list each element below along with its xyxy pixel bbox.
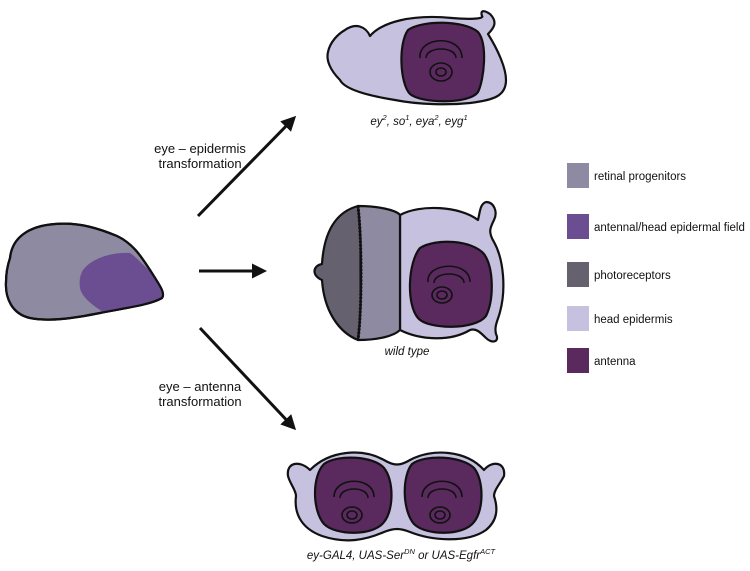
lower-transformation-label-line1: eye – antenna [159,379,242,394]
head-eye-epidermis [326,10,508,106]
lower-transformation-label-line2: transformation [158,394,241,409]
retinal-progenitors-eye [356,204,402,342]
caption-top: ey2, so1, eya2, eyg1 [370,113,467,128]
upper-transformation-label-line2: transformation [158,156,241,171]
legend-swatch-antenna [567,348,589,373]
antennal-head-epidermal-field-region [79,252,164,312]
arrow-up-right-icon [196,115,297,218]
legend-swatch-head-epidermis [567,306,589,331]
caption-bottom: ey-GAL4, UAS-SerDN or UAS-EgfrACT [307,547,497,562]
antenna-bottom-left [314,456,393,534]
head-eye-antenna [286,451,506,542]
legend-label-epidermal-field: antennal/head epidermal field [594,222,745,234]
legend-label-retinal-progenitors: retinal progenitors [594,171,686,183]
legend-label-antenna: antenna [594,356,636,368]
antenna-bottom-right [403,456,483,534]
legend: retinal progenitors antennal/head epider… [567,163,745,373]
antenna-top [400,21,486,103]
imaginal-disc [4,222,165,321]
legend-swatch-photoreceptors [567,262,589,287]
legend-label-head-epidermis: head epidermis [594,314,673,326]
legend-label-photoreceptors: photoreceptors [594,270,671,282]
upper-transformation-label-line1: eye – epidermis [154,141,246,156]
head-wild-type [313,200,505,343]
arrow-down-right-icon [198,326,297,431]
photoreceptors-region [313,204,365,342]
antenna-middle [408,240,493,328]
legend-swatch-epidermal-field [567,214,589,239]
caption-middle: wild type [385,346,430,358]
legend-swatch-retinal-progenitors [567,163,589,188]
